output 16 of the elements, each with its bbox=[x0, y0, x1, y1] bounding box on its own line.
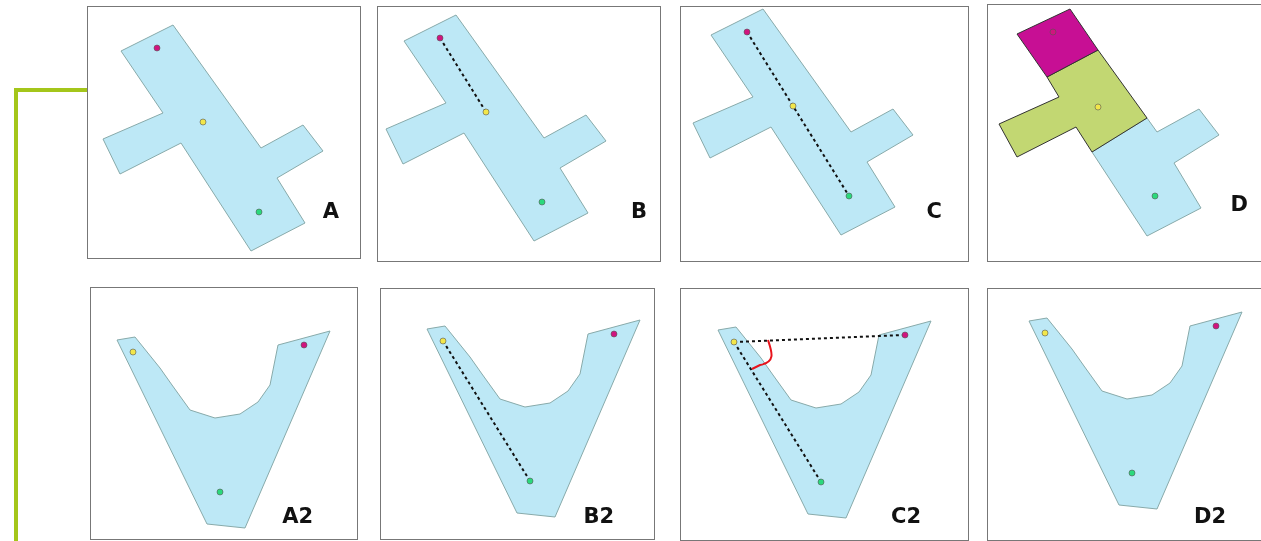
panel-label: C bbox=[926, 201, 942, 222]
panel-label: A bbox=[322, 201, 339, 222]
figure-panel bbox=[87, 6, 361, 259]
panel-label: C2 bbox=[890, 506, 921, 527]
panel-label: A2 bbox=[282, 506, 313, 527]
figure-panel bbox=[90, 287, 358, 540]
panel-label: B2 bbox=[583, 506, 614, 527]
figure-panel bbox=[987, 288, 1261, 541]
panel-label: D2 bbox=[1193, 506, 1226, 527]
panel-label: D bbox=[1230, 194, 1248, 215]
figure-panel bbox=[380, 288, 655, 540]
figure-panel bbox=[680, 288, 969, 541]
figure-panel bbox=[377, 6, 661, 262]
panel-label: B bbox=[631, 201, 647, 222]
figure-panel bbox=[680, 6, 969, 262]
figure-panel bbox=[987, 4, 1261, 262]
